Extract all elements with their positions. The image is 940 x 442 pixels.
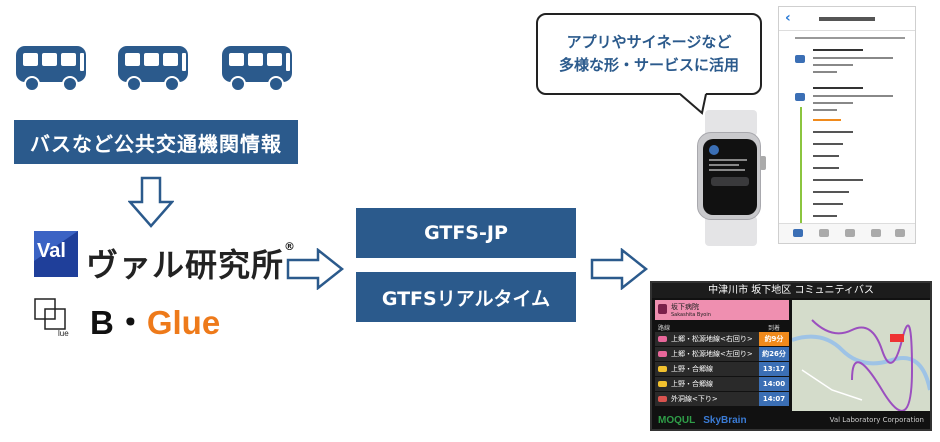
signage-footer: MOQUL SkyBrain Val Laboratory Corporatio… (652, 411, 930, 429)
watch-strap-bottom (705, 216, 757, 246)
signage-departures-panel: 坂下病院 Sakashita Byoin 路線 到着 上郷・松源地線<右回り> 約… (655, 300, 789, 412)
back-chevron-icon[interactable]: ‹ (785, 10, 791, 26)
gtfs-realtime-box: GTFSリアルタイム (356, 272, 576, 322)
bglue-mark-text: lue (58, 329, 69, 338)
bus-stop-icon (658, 304, 667, 314)
route-stop (813, 131, 853, 133)
signage-arrival-time: 14:00 (759, 377, 789, 391)
route-track (800, 107, 802, 225)
bus-icon (116, 42, 192, 94)
route-stop (813, 119, 841, 121)
signage-header-route: 路線 (658, 325, 671, 332)
route-stop (813, 143, 843, 145)
bus-route-icon (658, 381, 667, 387)
bus-route-icon (658, 396, 667, 402)
bglue-glue-text: Glue (146, 304, 221, 341)
bus-icon (795, 55, 805, 63)
watch-body (697, 132, 761, 220)
signage-arrival-time: 13:17 (759, 362, 789, 376)
watch-crown (760, 156, 766, 170)
signage-arrival-time: 約9分 (759, 332, 789, 346)
right-arrow-icon (286, 248, 346, 290)
digital-signage-screen: 中津川市 坂下地区 コミュニティバス 坂下病院 Sakashita Byoin … (650, 281, 932, 431)
signage-stop-subname: Sakashita Byoin (671, 312, 711, 318)
bus-route-icon (658, 336, 667, 342)
bglue-b-text: B・ (90, 304, 147, 341)
route-stop (813, 215, 837, 217)
signage-route-name: 外洞線<下り> (671, 395, 718, 403)
phone-bus-entry[interactable] (779, 47, 915, 77)
watch-screen (703, 139, 757, 215)
signage-departure-row: 外洞線<下り> 14:07 (655, 392, 789, 406)
bus-route-icon (658, 351, 667, 357)
val-logo-letters: Val (37, 240, 66, 262)
bus-route-icon (658, 366, 667, 372)
signage-route-name: 上野・合郷線 (671, 380, 713, 388)
smartwatch-image (697, 110, 767, 246)
callout-tail (680, 93, 707, 115)
val-corporation-text: Val Laboratory Corporation (829, 416, 924, 424)
bus-icon (220, 42, 296, 94)
down-arrow-icon (127, 176, 175, 228)
tab-icon[interactable] (871, 229, 881, 237)
val-laboratory-name: ヴァル研究所® (86, 240, 296, 286)
callout-line-2: 多様な形・サービスに活用 (558, 56, 739, 74)
signage-rows: 上郷・松源地線<右回り> 約9分上郷・松源地線<左回り> 約26分上野・合郷線 13:… (655, 332, 789, 406)
callout-line-1: アプリやサイネージなど (566, 32, 732, 51)
route-stop (813, 179, 863, 181)
tab-icon[interactable] (819, 229, 829, 237)
registered-mark: ® (284, 240, 297, 253)
bglue-mark-icon: lue (34, 298, 80, 338)
signage-departure-row: 上野・合郷線 13:17 (655, 362, 789, 376)
tab-icon[interactable] (793, 229, 803, 237)
signage-title: 中津川市 坂下地区 コミュニティバス (652, 283, 930, 298)
signage-stop-name: 坂下病院 (671, 303, 699, 311)
signage-route-name: 上郷・松源地線<右回り> (671, 335, 753, 343)
phone-bus-entry[interactable] (779, 85, 915, 115)
route-stop (813, 155, 839, 157)
skybrain-logo-text: SkyBrain (703, 414, 747, 426)
smartphone-screen: ‹ (778, 6, 916, 244)
tab-icon[interactable] (895, 229, 905, 237)
callout-bubble: アプリやサイネージなど 多様な形・サービスに活用 (536, 13, 762, 95)
watch-strap-top (705, 110, 757, 136)
signage-arrival-time: 約26分 (759, 347, 789, 361)
bus-icon (795, 93, 805, 101)
val-laboratory-logo: Val (34, 231, 80, 279)
route-stop (813, 191, 849, 193)
route-stop (813, 203, 843, 205)
moqul-logo-text: MOQUL (658, 414, 696, 426)
watch-bus-icon (709, 145, 719, 155)
bus-icon (14, 42, 90, 94)
signage-arrival-time: 14:07 (759, 392, 789, 406)
route-stop (813, 167, 839, 169)
signage-departure-row: 上郷・松源地線<左回り> 約26分 (655, 347, 789, 361)
signage-header-time: 到着 (767, 325, 780, 332)
signage-table-header: 路線 到着 (655, 323, 789, 332)
bglue-logo-text: B・Glue (90, 296, 220, 344)
val-name-text: ヴァル研究所 (86, 246, 285, 284)
phone-tab-bar (779, 223, 915, 243)
signage-departure-row: 上野・合郷線 14:00 (655, 377, 789, 391)
signage-route-name: 上野・合郷線 (671, 365, 713, 373)
public-transit-info-box: バスなど公共交通機関情報 (14, 120, 298, 164)
phone-title-placeholder (819, 17, 875, 21)
tab-icon[interactable] (845, 229, 855, 237)
gtfs-jp-box: GTFS-JP (356, 208, 576, 258)
watch-button[interactable] (711, 177, 749, 186)
right-arrow-icon (590, 248, 650, 290)
signage-route-name: 上郷・松源地線<左回り> (671, 350, 753, 358)
signage-departure-row: 上郷・松源地線<右回り> 約9分 (655, 332, 789, 346)
signage-stop-label: 坂下病院 Sakashita Byoin (655, 300, 789, 320)
signage-route-map (791, 300, 930, 412)
